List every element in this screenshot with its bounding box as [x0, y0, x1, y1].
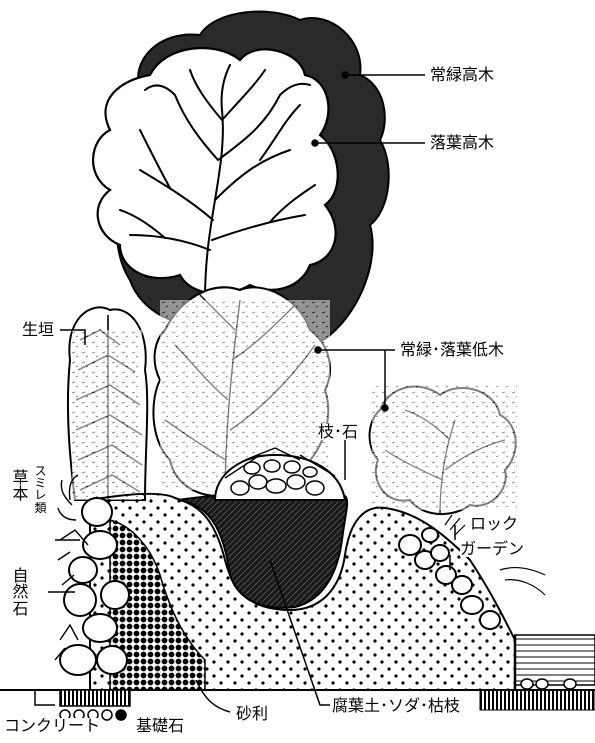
label-humus: 腐葉土･ソダ･枯枝: [332, 698, 460, 714]
label-branch-stone: 枝･石: [318, 424, 358, 440]
label-grass: 草本: [12, 470, 29, 503]
label-gravel: 砂利: [236, 706, 268, 722]
label-deciduous-tall-tree: 落葉高木: [430, 135, 494, 151]
hedge: [68, 307, 147, 500]
label-violets: スミレ類: [34, 465, 47, 514]
label-rock-garden-line1: ロック: [470, 516, 518, 532]
label-concrete: コンクリート: [4, 718, 100, 734]
label-hedge: 生垣: [22, 322, 54, 338]
label-evergreen-deciduous-shrub: 常緑･落葉低木: [400, 342, 504, 358]
label-evergreen-tall-tree: 常緑高木: [430, 67, 494, 83]
right-shrub: [370, 385, 517, 515]
label-foundation-stone: 基礎石: [136, 718, 184, 734]
label-natural-stone: 自然石: [12, 568, 29, 617]
label-rock-garden-line2: ガーデン: [460, 541, 524, 557]
